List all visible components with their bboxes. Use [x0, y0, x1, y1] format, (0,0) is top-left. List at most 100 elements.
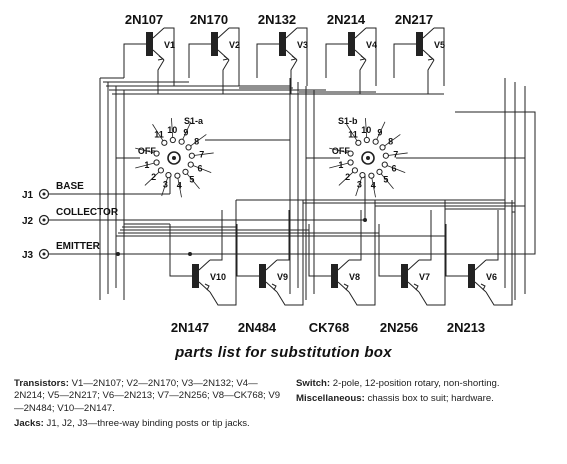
- wire: [366, 27, 377, 86]
- switch-contact: [376, 168, 383, 175]
- transistor-ref-label: V6: [486, 272, 497, 282]
- switch-position-label: 5: [383, 175, 388, 185]
- wire: [276, 200, 304, 306]
- transistor-symbol: [319, 259, 350, 293]
- transistor-arrow: [290, 55, 298, 61]
- switch-position-label: 9: [377, 128, 382, 138]
- switch-position-label: OFF: [332, 146, 350, 156]
- switch-contact: [178, 138, 185, 145]
- transistor-collector-lead: [198, 259, 211, 271]
- switch-lead: [144, 170, 162, 186]
- wire: [229, 27, 240, 86]
- switch-contact: [153, 159, 160, 166]
- switch-hub: [366, 156, 370, 160]
- transistor-bar: [259, 264, 266, 288]
- switch-lead: [385, 152, 408, 157]
- transistor-part-label: 2N214: [327, 12, 366, 27]
- wire: [297, 27, 308, 86]
- switch-contact: [359, 172, 366, 179]
- switch-position-label: 4: [371, 180, 376, 190]
- parts-list-right: Switch: 2-pole, 12-position rotary, non-…: [296, 378, 554, 409]
- parts-misc-label: Miscellaneous:: [296, 393, 365, 405]
- switch-lead: [382, 134, 401, 148]
- transistor-collector-lead: [474, 259, 487, 271]
- parts-jacks-text: J1, J2, J3—three-way binding posts or ti…: [46, 418, 250, 430]
- switch-contact: [379, 144, 386, 151]
- transistor-bar: [279, 32, 286, 56]
- transistor-symbol: [247, 259, 278, 293]
- wire: [256, 43, 267, 78]
- switch-contact: [382, 152, 389, 159]
- transistor-arrow: [222, 55, 230, 61]
- switch-position-label: 9: [183, 128, 188, 138]
- parts-list-left: Transistors: V1—2N107; V2—2N170; V3—2N13…: [14, 378, 282, 434]
- transistor-bar: [348, 32, 355, 56]
- junction-dot: [188, 252, 192, 256]
- switch-position-label: 4: [177, 180, 182, 190]
- transistor-bar: [331, 264, 338, 288]
- transistor-part-label: 2N213: [447, 320, 485, 335]
- switch-label: S1-b: [338, 116, 358, 126]
- wire: [209, 200, 237, 306]
- wire: [308, 224, 319, 277]
- jack-center: [42, 192, 46, 196]
- transistor-ref-label: V3: [297, 40, 308, 50]
- switch-position-label: 7: [199, 149, 204, 159]
- transistor-part-label: CK768: [309, 320, 349, 335]
- jack-ref-label: J3: [22, 250, 34, 261]
- switch-lead: [375, 121, 386, 142]
- parts-transistors: Transistors: V1—2N107; V2—2N170; V3—2N13…: [14, 378, 282, 415]
- switch-rotor: [361, 151, 375, 165]
- transistor-bar: [211, 32, 218, 56]
- transistor-collector-lead: [354, 27, 367, 39]
- transistor-ref-label: V1: [164, 40, 175, 50]
- parts-jacks: Jacks: J1, J2, J3—three-way binding post…: [14, 418, 282, 430]
- transistor-bar: [416, 32, 423, 56]
- transistor-ref-label: V8: [349, 272, 360, 282]
- jack-signal-label: EMITTER: [56, 241, 101, 252]
- wire: [222, 59, 230, 94]
- wire: [277, 210, 290, 261]
- wire: [445, 224, 456, 277]
- transistor-bar: [468, 264, 475, 288]
- switch-rotor: [167, 151, 181, 165]
- switch-position-label: 11: [154, 129, 164, 139]
- switch-lead: [188, 134, 207, 148]
- transistor-part-label: 2N217: [395, 12, 433, 27]
- switch-contact: [165, 172, 172, 179]
- switch-position-label: 6: [198, 163, 203, 173]
- parts-misc: Miscellaneous: chassis box to suit; hard…: [296, 393, 554, 405]
- switch-position-label: 8: [194, 137, 199, 147]
- wire: [434, 27, 445, 86]
- transistor-part-label: 2N170: [190, 12, 228, 27]
- transistor-arrow: [480, 283, 486, 291]
- jack-ref-label: J2: [22, 216, 34, 227]
- wire: [418, 200, 446, 306]
- switch-contact: [187, 161, 194, 168]
- wire: [290, 59, 298, 94]
- transistor-part-label: 2N147: [171, 320, 209, 335]
- switch-position-label: 8: [388, 137, 393, 147]
- switch-lead: [379, 171, 394, 190]
- transistor-arrow: [204, 283, 210, 291]
- wire: [427, 59, 435, 94]
- transistor-ref-label: V7: [419, 272, 430, 282]
- transistor-emitter-lead: [265, 281, 278, 293]
- switch-lead: [346, 124, 359, 144]
- transistor-arrow: [343, 283, 349, 291]
- wire: [123, 43, 134, 78]
- jack-center: [42, 218, 46, 222]
- switch-position-label: OFF: [138, 146, 156, 156]
- switch-hub: [172, 156, 176, 160]
- switch-lead: [135, 162, 157, 169]
- transistor-ref-label: V10: [210, 272, 226, 282]
- switch-lead: [152, 124, 165, 144]
- switch-lead: [355, 175, 363, 197]
- transistor-symbol: [267, 27, 298, 61]
- junction-dot: [363, 218, 367, 222]
- wire: [359, 59, 367, 94]
- transistor-emitter-lead: [474, 281, 487, 293]
- parts-switch-text: 2-pole, 12-position rotary, non-shorting…: [332, 378, 500, 389]
- switch-contact: [368, 172, 375, 179]
- transistor-symbol: [180, 259, 211, 293]
